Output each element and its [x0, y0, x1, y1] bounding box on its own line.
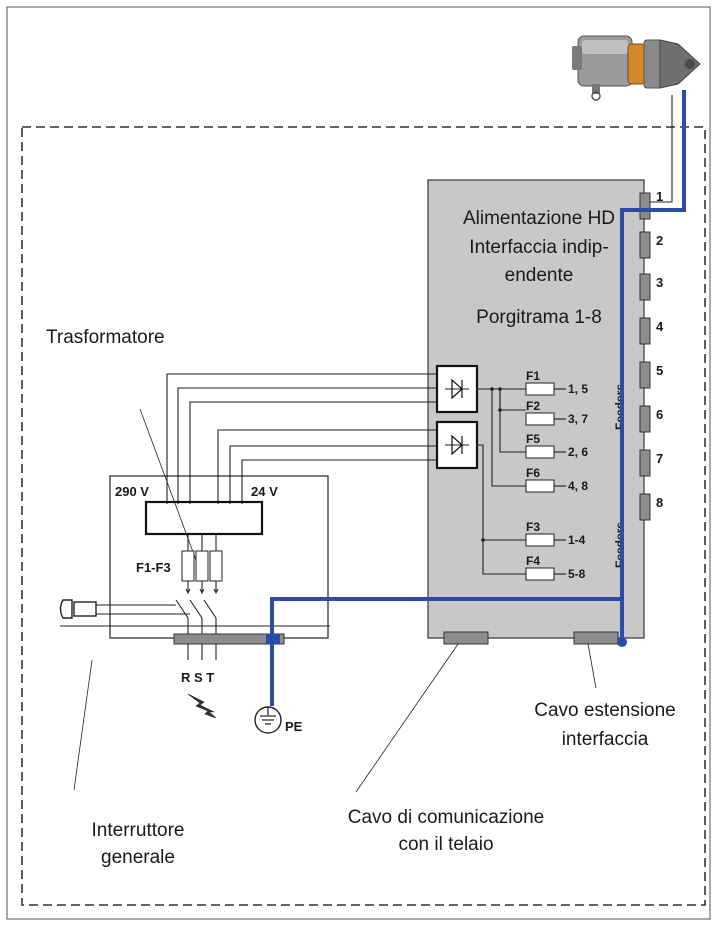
voltage-low-label: 24 V — [251, 484, 278, 499]
fuse-f5-name: F5 — [526, 432, 540, 446]
transformer-leader — [139, 408, 197, 561]
port-5 — [639, 361, 651, 389]
transformer-fuses — [181, 534, 223, 595]
fuse-f5-outputs: 2, 6 — [568, 445, 588, 459]
switch-handle-icon — [59, 599, 97, 619]
main-switch-label-2: generale — [101, 847, 175, 868]
comm-cable-label-2: con il telaio — [398, 834, 493, 855]
ext-cable-joint — [617, 637, 627, 647]
device-signal-wire — [650, 95, 673, 203]
power-unit-line-1: Alimentazione HD — [463, 208, 615, 229]
comm-cable-leader — [355, 643, 459, 793]
fuse-f2-outputs: 3, 7 — [568, 412, 588, 426]
ground-bar-joint — [266, 634, 280, 644]
fuse-f3-outputs: 1-4 — [568, 533, 586, 547]
blue-cable-device — [620, 90, 686, 642]
rectifier-1 — [435, 364, 479, 414]
transformer-core — [144, 500, 264, 536]
fuse-f1-outputs: 1, 5 — [568, 382, 588, 396]
ext-connector — [573, 631, 619, 645]
comm-cable-label-1: Cavo di comunicazione — [348, 807, 544, 828]
machine-boundary — [21, 126, 706, 906]
port-7 — [639, 449, 651, 477]
fuse-f2-name: F2 — [526, 399, 540, 413]
feeders-range-label: Porgitrama 1-8 — [476, 307, 602, 328]
port-label-4: 4 — [656, 319, 664, 334]
port-6 — [639, 405, 651, 433]
ext-cable-label-2: interfaccia — [562, 729, 649, 750]
fuse-wiring — [477, 387, 526, 575]
transformer-wires — [166, 373, 437, 504]
port-label-1: 1 — [656, 189, 663, 204]
power-unit-line-3: endente — [505, 265, 574, 286]
comm-connector — [443, 631, 489, 645]
port-label-8: 8 — [656, 495, 663, 510]
fuse-f2: F2 3, 7 — [525, 399, 588, 426]
rectifier-2 — [435, 420, 479, 470]
outer-frame — [6, 6, 711, 920]
port-8 — [639, 493, 651, 521]
ground-label: PE — [285, 719, 303, 734]
port-label-5: 5 — [656, 363, 663, 378]
feeder-ports — [639, 192, 651, 521]
voltage-high-label: 290 V — [115, 484, 149, 499]
fuse-f5: F5 2, 6 — [525, 432, 588, 459]
port-labels: 1 2 3 4 5 6 7 8 — [656, 189, 664, 510]
fuse-f6: F6 4, 8 — [525, 466, 588, 493]
port-2 — [639, 231, 651, 259]
transformer-label: Trasformatore — [46, 327, 165, 348]
fuse-f6-outputs: 4, 8 — [568, 479, 588, 493]
main-switch-label-1: Interruttore — [92, 820, 185, 841]
fuse-f4: F4 5-8 — [525, 554, 586, 581]
port-label-2: 2 — [656, 233, 663, 248]
fuse-f4-name: F4 — [526, 554, 540, 568]
port-1 — [639, 192, 651, 220]
phases-label: R S T — [181, 670, 214, 685]
main-switch-leader — [73, 659, 93, 791]
fuse-f4-outputs: 5-8 — [568, 567, 586, 581]
port-label-7: 7 — [656, 451, 663, 466]
transformer-fuses-label: F1-F3 — [136, 560, 171, 575]
main-switch — [60, 599, 330, 660]
fuse-f3-name: F3 — [526, 520, 540, 534]
fuse-f1-name: F1 — [526, 369, 540, 383]
ext-cable-leader — [587, 643, 597, 689]
fuse-f1: F1 1, 5 — [525, 369, 588, 396]
lightning-icon — [187, 693, 217, 719]
port-label-6: 6 — [656, 407, 663, 422]
power-unit-line-2: Interfaccia indip- — [469, 237, 608, 258]
ground-icon — [254, 706, 282, 734]
fuse-f3: F3 1-4 — [525, 520, 586, 547]
weft-feeder-device — [572, 35, 701, 101]
port-label-3: 3 — [656, 275, 663, 290]
ext-cable-label-1: Cavo estensione — [534, 700, 676, 721]
ground-bar — [173, 633, 285, 645]
port-4 — [639, 317, 651, 345]
blue-cable-ground — [270, 597, 622, 706]
port-3 — [639, 273, 651, 301]
fuse-f6-name: F6 — [526, 466, 540, 480]
